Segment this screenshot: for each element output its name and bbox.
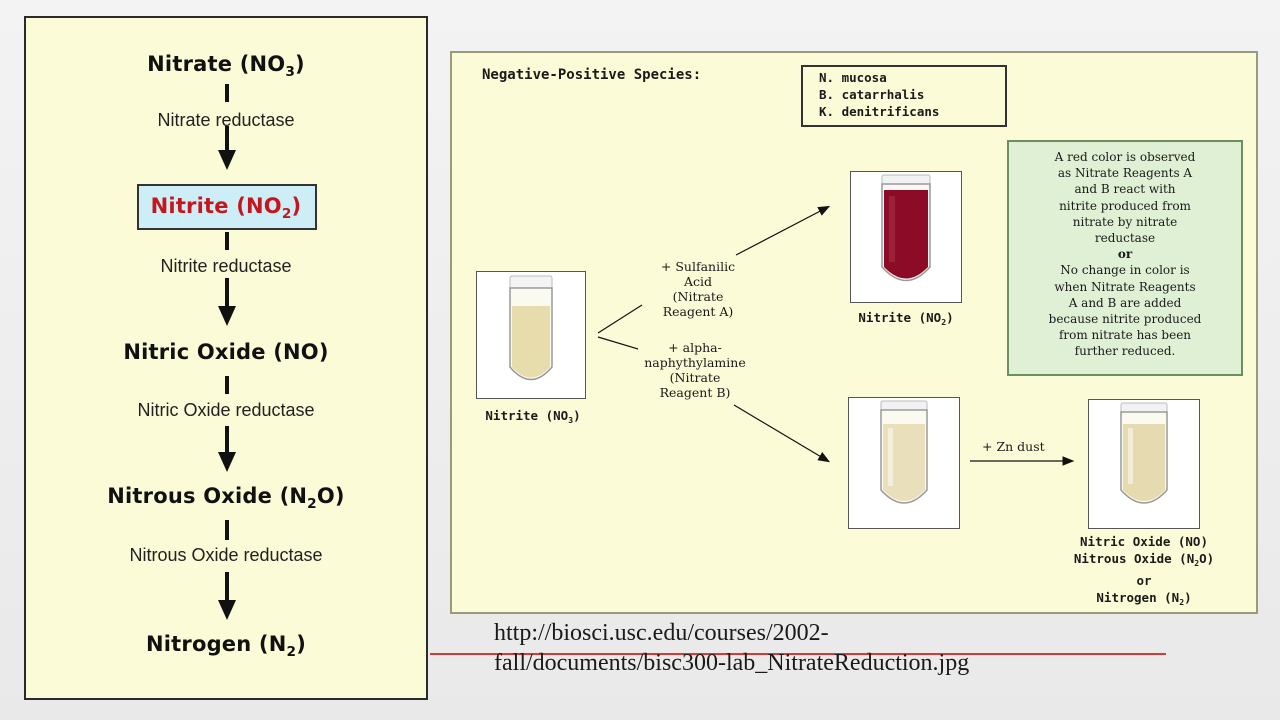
reagent-line: (Nitrate bbox=[669, 370, 721, 385]
reagent-line: Reagent B) bbox=[659, 385, 731, 400]
species-item: K. denitrificans bbox=[819, 104, 940, 119]
test-tube-red-icon bbox=[881, 174, 931, 282]
species-item: N. mucosa bbox=[819, 70, 887, 85]
test-tube-pale-icon bbox=[509, 275, 553, 381]
reagent-line: Reagent A) bbox=[662, 304, 734, 319]
arrow-down-icon bbox=[218, 84, 236, 170]
compound-nitrate: Nitrate (NO3) bbox=[26, 52, 426, 80]
tube-frame-initial bbox=[476, 271, 586, 399]
info-line: nitrite produced from bbox=[1059, 198, 1191, 213]
species-list-box: N. mucosa B. catarrhalis K. denitrifican… bbox=[801, 65, 1007, 127]
compound-nitrous-oxide: Nitrous Oxide (N2O) bbox=[26, 484, 426, 512]
arrow-to-red-tube bbox=[735, 205, 831, 256]
species-item: B. catarrhalis bbox=[819, 87, 925, 102]
enzyme-nitrate-reductase: Nitrate reductase bbox=[157, 110, 295, 130]
reagent-line: + alpha- bbox=[668, 340, 722, 355]
enzyme-nitric-oxide-reductase: Nitric Oxide reductase bbox=[137, 400, 315, 420]
info-line: when Nitrate Reagents bbox=[1054, 279, 1196, 294]
tube-label-red: Nitrite (NO2) bbox=[858, 310, 954, 327]
reagent-line: naphythylamine bbox=[644, 355, 746, 370]
info-line: further reduced. bbox=[1074, 344, 1176, 359]
compound-label: Nitrite (NO2) bbox=[150, 194, 302, 222]
citation-line-2: fall/documents/bisc300-lab_NitrateReduct… bbox=[494, 650, 970, 676]
compound-label: Nitrogen (N2) bbox=[145, 632, 307, 660]
compound-nitric-oxide: Nitric Oxide (NO) bbox=[26, 340, 426, 364]
info-line: because nitrite produced bbox=[1048, 312, 1202, 327]
species-title: Negative-Positive Species: bbox=[482, 67, 702, 83]
tube-label-initial: Nitrite (NO3) bbox=[485, 408, 581, 425]
info-line: A and B are added bbox=[1068, 295, 1182, 310]
arrow-down-icon bbox=[218, 520, 236, 620]
enzyme-nitrous-oxide-reductase: Nitrous Oxide reductase bbox=[129, 545, 323, 565]
info-line: and B react with bbox=[1074, 182, 1176, 197]
compound-label: Nitrate (NO3) bbox=[147, 52, 305, 80]
info-line: reductase bbox=[1094, 231, 1156, 246]
final-product-line: Nitrogen (N2) bbox=[1096, 589, 1192, 607]
info-line: nitrate by nitrate bbox=[1072, 214, 1178, 229]
final-product-line: or bbox=[1136, 572, 1152, 588]
final-product-line: Nitrous Oxide (N2O) bbox=[1073, 551, 1215, 568]
reagent-line: + Sulfanilic bbox=[660, 259, 736, 274]
enzyme-nitrite-reductase: Nitrite reductase bbox=[160, 256, 292, 276]
info-line: from nitrate has been bbox=[1058, 328, 1192, 343]
arrow-down-icon bbox=[218, 232, 236, 326]
interpretation-info-box: A red color is observed as Nitrate Reage… bbox=[1007, 140, 1243, 376]
compound-nitrogen: Nitrogen (N2) bbox=[26, 632, 426, 660]
info-or: or bbox=[1117, 247, 1133, 262]
reaction-arrows bbox=[597, 205, 1075, 466]
final-product-line: Nitric Oxide (NO) bbox=[1080, 534, 1208, 549]
tube-label-final: Nitric Oxide (NO) Nitrous Oxide (N2O) or… bbox=[1038, 533, 1250, 611]
compound-label: Nitric Oxide (NO) bbox=[123, 340, 329, 364]
tube-frame-final bbox=[1088, 399, 1200, 529]
reagent-a-label: + Sulfanilic Acid (Nitrate Reagent A) bbox=[638, 259, 758, 319]
test-tube-final-icon bbox=[1120, 402, 1168, 504]
info-line: No change in color is bbox=[1060, 263, 1190, 278]
citation-divider bbox=[430, 653, 1166, 655]
compound-nitrite: Nitrite (NO2) bbox=[26, 194, 426, 222]
tube-frame-red bbox=[850, 171, 962, 303]
compound-label: Nitrous Oxide (N2O) bbox=[107, 484, 345, 512]
info-line: as Nitrate Reagents A bbox=[1057, 166, 1193, 181]
test-tube-clear-icon bbox=[880, 400, 928, 504]
reagent-line: (Nitrate bbox=[672, 289, 724, 304]
reagent-line: Acid bbox=[683, 274, 713, 289]
info-line: A red color is observed bbox=[1054, 150, 1196, 164]
arrow-to-clear-tube bbox=[733, 404, 831, 463]
nitrite-highlight-box bbox=[137, 184, 317, 230]
citation-line-1: http://biosci.usc.edu/courses/2002- bbox=[494, 620, 829, 646]
nitrate-reduction-test-diagram: Negative-Positive Species: N. mucosa B. … bbox=[450, 51, 1258, 614]
arrow-down-icon bbox=[218, 376, 236, 472]
branch-line-lower bbox=[597, 336, 639, 350]
reagent-b-label: + alpha- naphythylamine (Nitrate Reagent… bbox=[620, 340, 770, 400]
tube-frame-clear bbox=[848, 397, 960, 529]
zn-dust-label: + Zn dust bbox=[982, 439, 1045, 454]
branch-line-upper bbox=[597, 304, 643, 334]
nitrogen-pathway-panel: Nitrate (NO3) Nitrate reductase Nitrite … bbox=[24, 16, 428, 700]
